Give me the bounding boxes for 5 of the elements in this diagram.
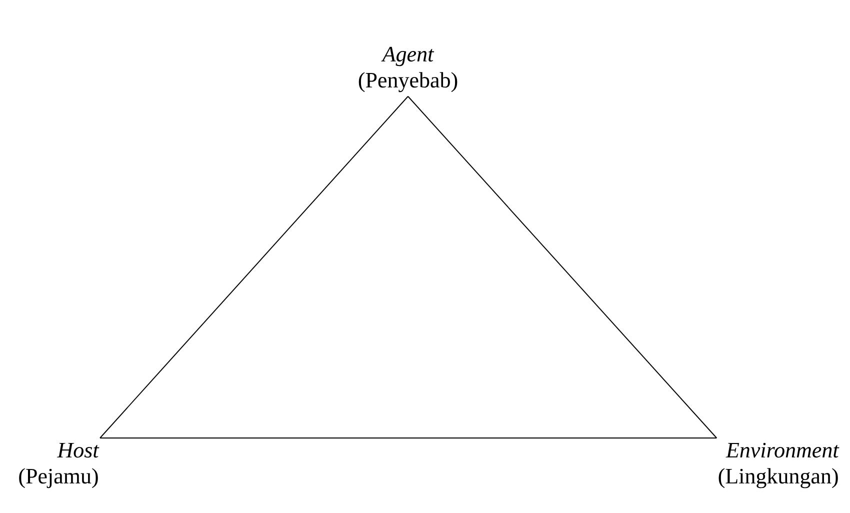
vertex-label: Agent (Penyebab) [358, 46, 458, 92]
vertex-label: Host (Pejamu) [19, 442, 100, 488]
triangle-side [100, 96, 408, 438]
vertex-label: Environment (Lingkungan) [718, 442, 840, 488]
triangle-side [408, 96, 718, 438]
